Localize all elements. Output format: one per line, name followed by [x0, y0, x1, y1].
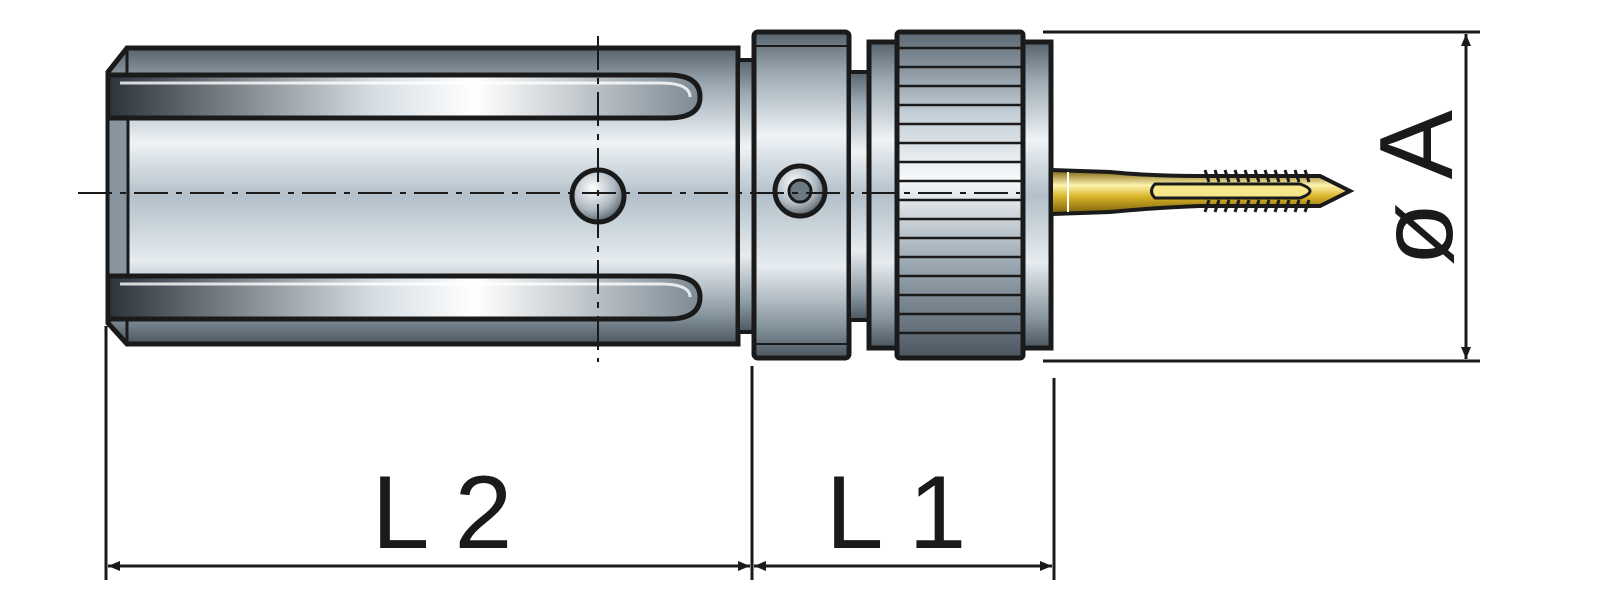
- l2-label: L 2: [372, 455, 513, 571]
- lower-slot: [105, 273, 703, 322]
- upper-slot: [105, 72, 703, 121]
- diameter-label: ø A: [1359, 109, 1475, 266]
- l1-label: L 1: [826, 455, 967, 571]
- centerlines: [78, 36, 1020, 362]
- collar-ring: [751, 29, 852, 361]
- nut-neck: [847, 70, 871, 322]
- collet-body: [105, 45, 756, 347]
- l1-dimension: L 1: [754, 378, 1056, 580]
- diameter-dimension: ø A: [1043, 30, 1480, 363]
- knurled-nut: [866, 29, 1054, 361]
- l2-dimension: L 2: [104, 326, 754, 580]
- tap-tool: [1049, 167, 1355, 217]
